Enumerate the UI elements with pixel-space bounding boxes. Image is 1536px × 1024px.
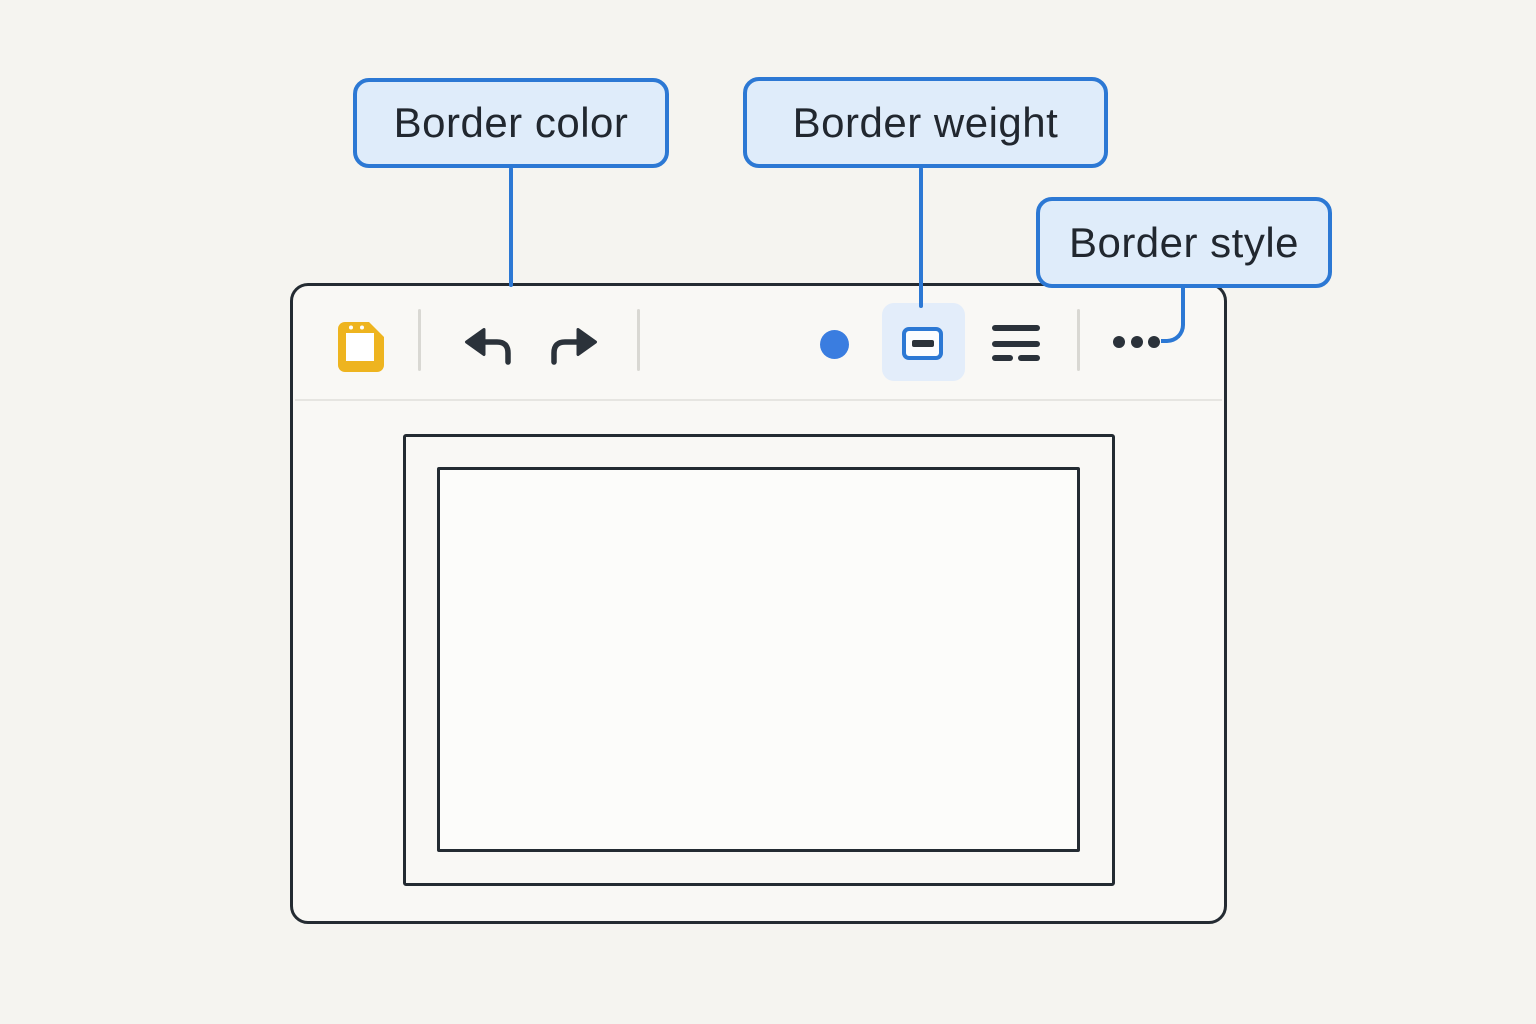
doc-page (346, 333, 374, 361)
toolbar-rule (295, 399, 1222, 401)
border-weight-icon (902, 327, 943, 360)
border-style-callout: Border style (1036, 197, 1332, 288)
border-color-swatch[interactable] (820, 330, 849, 359)
redo-stroke (551, 339, 585, 365)
undo-arrowhead (465, 328, 486, 356)
border-style-lines-icon[interactable] (992, 355, 1013, 361)
doc-dot (360, 325, 364, 330)
border-style-lines-icon[interactable] (1018, 355, 1040, 361)
bordered-shape[interactable] (437, 467, 1080, 852)
border-color-callout-label: Border color (393, 99, 629, 146)
toolbar-divider (418, 309, 421, 371)
toolbar-divider (637, 309, 640, 371)
border-weight-callout-label: Border weight (792, 98, 1059, 146)
border-weight-connector (919, 167, 923, 308)
border-style-callout-label: Border style (1068, 218, 1300, 266)
slide-page-rect (403, 434, 1115, 886)
border-weight-button[interactable] (882, 303, 965, 381)
redo-icon[interactable] (546, 322, 602, 366)
more-options-ellipsis[interactable] (1131, 336, 1143, 348)
redo-arrowhead (576, 328, 597, 356)
undo-stroke (477, 339, 511, 365)
undo-icon[interactable] (460, 322, 516, 366)
toolbar-divider (1077, 309, 1080, 371)
app-window (290, 283, 1227, 924)
border-color-callout: Border color (353, 78, 669, 168)
doc-dot (349, 325, 353, 330)
more-options-ellipsis[interactable] (1148, 336, 1160, 348)
border-weight-callout: Border weight (743, 77, 1108, 168)
border-color-connector (509, 167, 513, 287)
slides-doc-icon[interactable] (336, 321, 387, 373)
border-style-lines-icon[interactable] (992, 325, 1040, 331)
border-style-lines-icon[interactable] (992, 341, 1040, 347)
border-weight-dash (911, 340, 934, 347)
more-options-ellipsis[interactable] (1113, 336, 1125, 348)
border-style-connector (1161, 287, 1185, 343)
